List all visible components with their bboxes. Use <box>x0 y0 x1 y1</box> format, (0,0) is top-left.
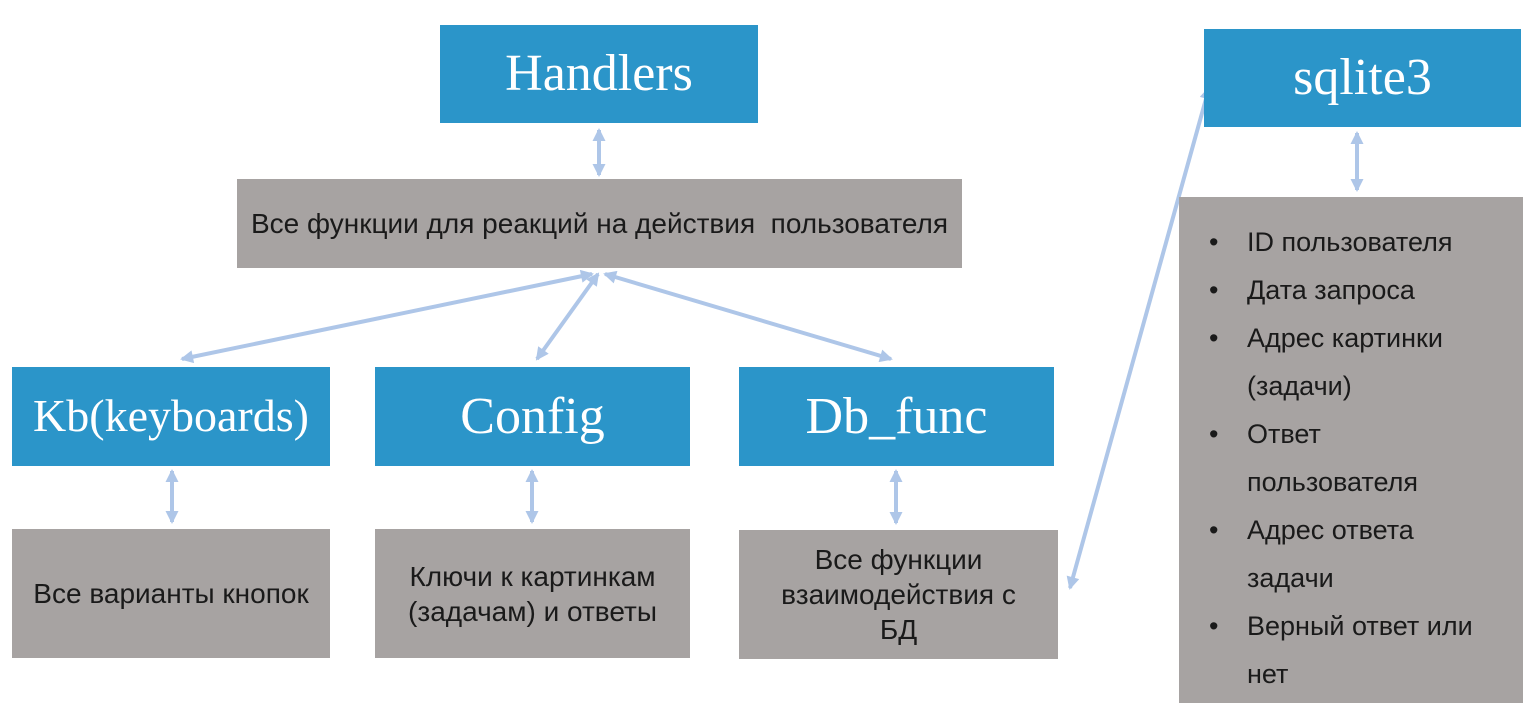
sqlite3-fields-list: ID пользователяДата запросаАдрес картинк… <box>1209 218 1523 698</box>
sqlite3-field-item: Адрес картинки (задачи) <box>1209 314 1481 410</box>
connector-description-config <box>535 272 600 361</box>
node-kb-keyboards: Kb(keyboards) <box>12 367 330 466</box>
config-description-box: Ключи к картинкам (задачам) и ответы <box>375 529 690 658</box>
kb-description-box: Все варианты кнопок <box>12 529 330 658</box>
connector-description-kb <box>180 269 594 364</box>
sqlite3-field-item: Дата запроса <box>1209 266 1481 314</box>
node-handlers: Handlers <box>440 25 758 123</box>
db-func-description-box: Все функции взаимодействия с БД <box>739 530 1058 659</box>
sqlite3-fields-box: ID пользователяДата запросаАдрес картинк… <box>1179 197 1523 703</box>
sqlite3-field-item: Верный ответ или нет <box>1209 602 1481 698</box>
node-db-func: Db_func <box>739 367 1054 466</box>
sqlite3-field-item: ID пользователя <box>1209 218 1481 266</box>
sqlite3-field-item: Адрес ответа задачи <box>1209 506 1481 602</box>
node-config: Config <box>375 367 690 466</box>
connector-description-dbfunc <box>603 270 893 363</box>
sqlite3-field-item: Ответ пользователя <box>1209 410 1481 506</box>
handlers-description-box: Все функции для реакций на действия поль… <box>237 179 962 268</box>
node-sqlite3: sqlite3 <box>1204 29 1521 127</box>
